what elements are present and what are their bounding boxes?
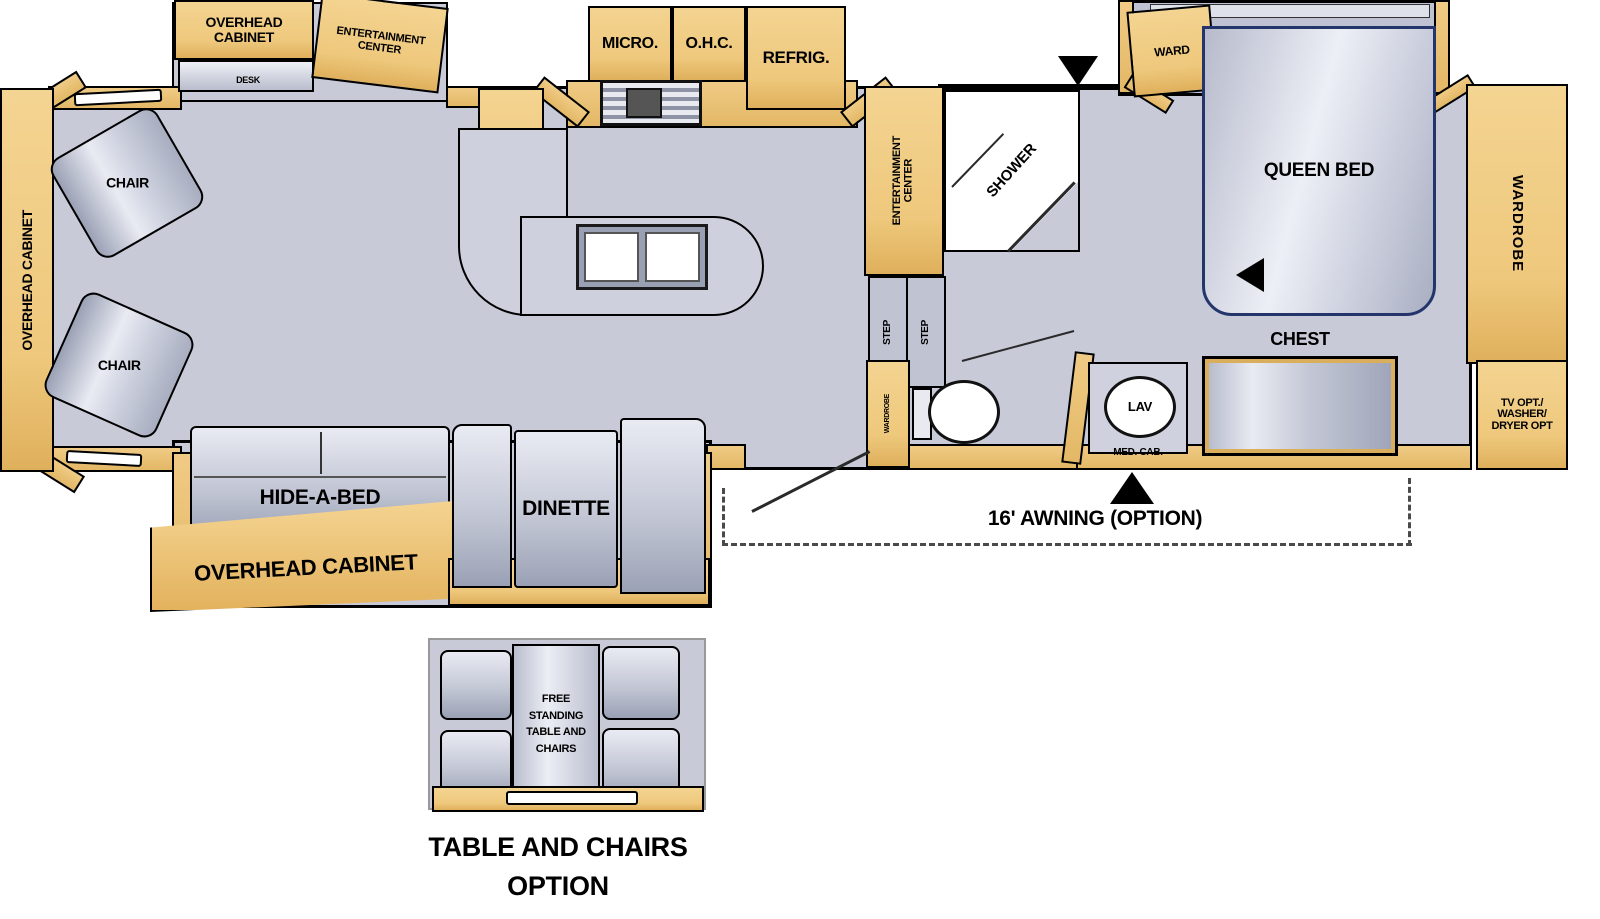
bed-arrow (1236, 258, 1264, 292)
step-1: STEP (870, 278, 908, 386)
dinette-bench-left (452, 424, 512, 588)
ward-cabinet-label: WARD (1153, 42, 1191, 60)
rear-wardrobe-label: WARDROBE (1508, 175, 1526, 273)
dinette-table: DINETTE (514, 430, 618, 588)
desk-surface (178, 60, 314, 92)
tv-washer-dryer-cabinet: TV OPT./ WASHER/ DRYER OPT (1476, 360, 1568, 470)
mid-entertainment-center-label: ENTERTAINMENT CENTER (891, 136, 915, 226)
marker-triangle-down (1058, 56, 1098, 86)
stove-burner (626, 88, 662, 118)
shower-label: SHOWER (983, 140, 1041, 201)
left-overhead-cabinet: OVERHEAD CABINET (0, 88, 54, 472)
desk-label: DESK (236, 75, 260, 85)
front-entertainment-center-label: ENTERTAINMENT CENTER (335, 25, 426, 57)
awning-dash-bottom (722, 543, 1412, 546)
queen-bed-label: QUEEN BED (1263, 160, 1375, 182)
dinette-bench-right (620, 418, 706, 594)
rear-wardrobe: WARDROBE (1466, 84, 1568, 364)
microwave-cabinet: MICRO. (588, 6, 672, 82)
sink-bowl-left (584, 232, 639, 282)
refrigerator: REFRIG. (746, 6, 846, 110)
med-cab-label: MED. CAB. (1113, 447, 1163, 458)
wall-shower-top (938, 84, 1134, 90)
armchair-bottom-label: CHAIR (97, 356, 141, 373)
armchair-top-label: CHAIR (105, 174, 149, 191)
step-2-label: STEP (919, 319, 931, 345)
overhead-cabinet-ohc: O.H.C. (672, 6, 746, 82)
microwave-label: MICRO. (602, 34, 658, 52)
option-base-window (506, 791, 638, 805)
step-1-label: STEP (881, 319, 893, 345)
chest (1202, 356, 1398, 456)
left-overhead-cabinet-label: OVERHEAD CABINET (18, 209, 35, 351)
option-chair-2 (602, 646, 680, 720)
small-wardrobe-label: WARDROBE (884, 394, 892, 434)
awning-dash-left (722, 488, 725, 546)
sofa-back-divider (320, 432, 322, 474)
front-overhead-cabinet: OVERHEAD CABINET (174, 0, 314, 60)
sofa-seat-line (194, 476, 446, 478)
kitchen-sink (576, 224, 708, 290)
dinette-label: DINETTE (522, 496, 610, 520)
front-entertainment-center: ENTERTAINMENT CENTER (311, 0, 449, 94)
bottom-overhead-cabinet-label: OVERHEAD CABINET (193, 549, 419, 587)
front-overhead-cabinet-label: OVERHEAD CABINET (205, 14, 283, 45)
marker-triangle-up (1110, 472, 1154, 504)
small-wardrobe: WARDROBE (866, 360, 910, 468)
chest-label: CHEST (1270, 329, 1330, 349)
mid-entertainment-center: ENTERTAINMENT CENTER (864, 86, 944, 276)
awning-label: 16' AWNING (OPTION) (950, 507, 1240, 531)
refrigerator-label: REFRIG. (762, 48, 830, 68)
step-2: STEP (908, 278, 944, 386)
awning-dash-right (1408, 478, 1411, 546)
lav-label: LAV (1127, 399, 1153, 415)
hide-a-bed-label: HIDE-A-BED (259, 485, 381, 509)
option-table: FREE STANDING TABLE AND CHAIRS (512, 644, 600, 804)
tv-washer-dryer-label: TV OPT./ WASHER/ DRYER OPT (1491, 396, 1553, 432)
sink-bowl-right (645, 232, 700, 282)
bedroom-slide-wall-right (1434, 0, 1450, 94)
option-caption: TABLE AND CHAIRS OPTION (428, 832, 688, 902)
ohc-label: O.H.C. (685, 34, 733, 52)
option-chair-1 (440, 650, 512, 720)
lav-sink: LAV (1104, 376, 1176, 438)
toilet-bowl (928, 380, 1000, 444)
option-table-label: FREE STANDING TABLE AND CHAIRS (526, 693, 586, 755)
wall-bottom-mid (706, 444, 746, 470)
